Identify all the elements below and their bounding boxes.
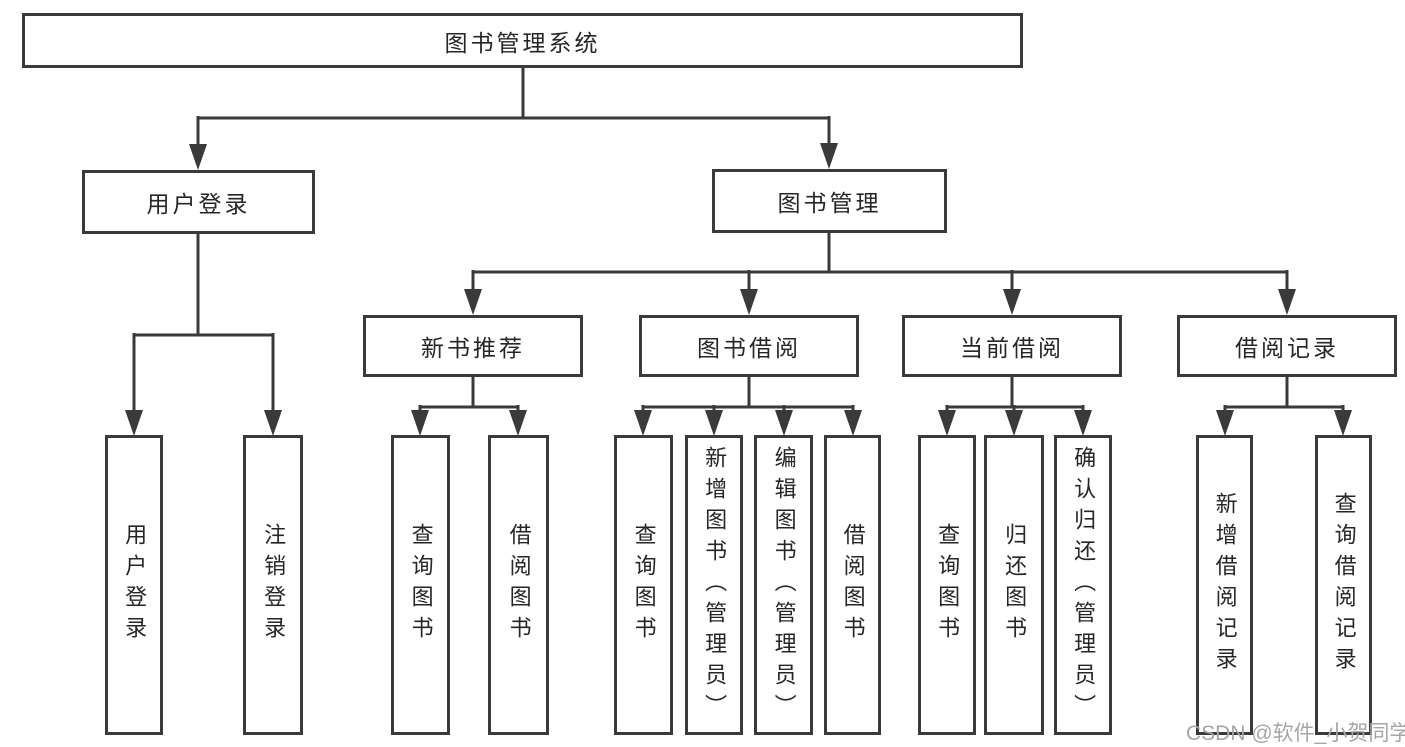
arrowhead-icon [1334,410,1352,436]
arrowhead-icon [820,143,838,169]
arrowhead-icon [1005,410,1023,436]
arrowhead-icon [844,410,862,436]
arrowhead-icon [264,410,282,436]
node-new-book-recommend: 新书推荐 [363,315,583,377]
arrowhead-icon [1003,289,1021,315]
node-book-management: 图书管理 [712,169,947,233]
node-label: 用户登录 [122,523,148,647]
leaf-query-books-borrowing: 查询图书 [614,435,673,735]
arrowhead-icon [189,144,207,170]
node-label: 图书借阅 [697,335,801,361]
leaf-confirm-return-admin: 确认归还（管理员） [1054,435,1112,735]
leaf-edit-book-admin: 编辑图书（管理员） [754,435,813,735]
edge-new-book-group [418,377,520,418]
arrowhead-icon [464,289,482,315]
node-current-borrowing: 当前借阅 [902,315,1122,377]
leaf-logout: 注销登录 [243,435,303,735]
leaf-query-books-recommend: 查询图书 [391,435,450,735]
node-label: 归还图书 [1002,523,1028,647]
node-label: 图书管理系统 [444,29,601,56]
node-label: 确认归还（管理员） [1071,445,1097,725]
leaf-user-login: 用户登录 [105,435,163,735]
node-library-management-system: 图书管理系统 [22,13,1023,68]
node-label: 新增图书（管理员） [702,445,728,725]
node-book-borrowing: 图书借阅 [639,315,859,377]
arrowhead-icon [1074,410,1092,436]
leaf-add-borrow-record: 新增借阅记录 [1196,435,1253,735]
node-label: 注销登录 [261,523,287,647]
arrowhead-icon [1278,289,1296,315]
edge-borrowing-records-group [1223,377,1345,418]
leaf-add-book-admin: 新增图书（管理员） [685,435,743,735]
arrowhead-icon [938,410,956,436]
node-label: 新增借阅记录 [1212,492,1238,678]
node-label: 查询图书 [935,523,961,647]
node-borrowing-records: 借阅记录 [1177,315,1397,377]
node-label: 查询图书 [408,523,434,647]
leaf-query-books-current: 查询图书 [918,435,976,735]
csdn-watermark: CSDN @软件_小贺同学 [1186,722,1405,745]
edge-book-borrowing-group [641,377,855,418]
node-label: 图书管理 [777,190,882,216]
node-label: 查询借阅记录 [1331,492,1357,678]
node-label: 新书推荐 [421,335,525,361]
leaf-borrow-books-recommend: 借阅图书 [488,435,549,735]
arrowhead-icon [125,410,143,436]
node-label: 借阅图书 [840,523,866,647]
leaf-borrow-books: 借阅图书 [824,435,881,735]
edge-user-login-group [132,234,275,418]
node-user-login: 用户登录 [82,170,315,234]
arrowhead-icon [411,410,429,436]
edge-book-management-group [471,233,1289,297]
node-label: 借阅图书 [506,523,532,647]
node-label: 当前借阅 [960,335,1064,361]
leaf-query-borrow-record: 查询借阅记录 [1315,435,1372,735]
arrowhead-icon [775,410,793,436]
arrowhead-icon [634,410,652,436]
arrowhead-icon [705,410,723,436]
node-label: 用户登录 [146,191,251,217]
arrowhead-icon [1216,410,1234,436]
leaf-return-book: 归还图书 [984,435,1044,735]
arrowhead-icon [740,289,758,315]
node-label: 编辑图书（管理员） [771,445,797,725]
node-label: 借阅记录 [1235,335,1339,361]
arrowhead-icon [509,410,527,436]
node-label: 查询图书 [631,523,657,647]
edge-root-to-level2 [196,68,831,150]
